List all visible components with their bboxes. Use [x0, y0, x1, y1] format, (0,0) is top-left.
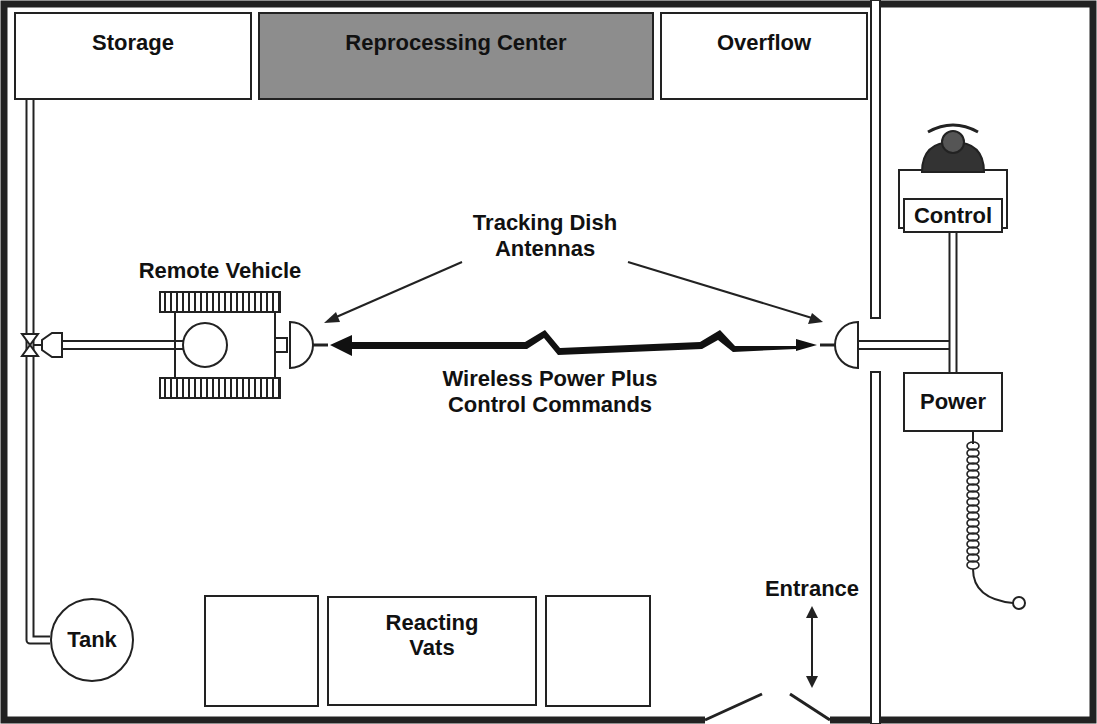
power-cable [967, 561, 979, 569]
door-leaf [790, 694, 830, 720]
arrowhead [806, 606, 818, 618]
drawing-part [42, 333, 62, 357]
arrowhead [808, 313, 823, 324]
arrowhead [324, 312, 340, 323]
drawing-part [160, 378, 280, 398]
power-cable [973, 569, 1013, 603]
drawing-part [942, 131, 964, 153]
area-label: Control [914, 203, 992, 228]
drawing-part [820, 344, 835, 347]
drawing-part [290, 322, 313, 368]
drawing-part [183, 323, 227, 367]
annotation-label: Entrance [762, 576, 862, 602]
area-box: Storage [14, 12, 252, 100]
area-label: Reacting Vats [372, 610, 492, 661]
area-label: Reprocessing Center [345, 30, 566, 55]
vat-box [205, 596, 318, 706]
divider-wall [871, 372, 880, 724]
area-label: Remote Vehicle [139, 258, 302, 283]
door-leaf [705, 694, 762, 720]
pipe-connector [953, 233, 954, 372]
drawing-part [858, 348, 949, 350]
operator-figure [899, 125, 1007, 228]
tank-circle: Tank [50, 598, 134, 682]
connector-stroke [951, 233, 956, 372]
connector-stroke [30, 100, 50, 640]
pipe-connector [30, 100, 50, 640]
area-label: Overflow [717, 30, 811, 55]
area-box: Overflow [660, 12, 868, 100]
annotation-label: Tracking Dish Antennas [450, 210, 640, 263]
connector-stroke [30, 100, 50, 640]
drawing-part [275, 338, 287, 352]
area-label: Power [920, 389, 986, 414]
entrance-arrow [811, 616, 813, 678]
drawing-part [160, 292, 280, 312]
connector-stroke [949, 233, 958, 372]
drawing-part [928, 125, 978, 132]
remote-vehicle [42, 292, 328, 398]
drawing-part [175, 312, 275, 378]
drawing-part [313, 344, 328, 347]
area-label: Tank [67, 627, 117, 652]
leader-arrow [628, 262, 812, 318]
leader-arrow [334, 262, 462, 318]
area-box: Control [903, 198, 1003, 233]
wall-plug [1013, 597, 1025, 609]
building-wall [4, 4, 1093, 720]
valve-symbol [22, 345, 38, 356]
wireless-arrow [330, 330, 817, 356]
door-gap [705, 712, 830, 724]
drawing-part [835, 322, 858, 368]
area-box: Reprocessing Center [258, 12, 654, 100]
area-label: Storage [92, 30, 174, 55]
valve-symbol [22, 334, 42, 356]
drawing-part [62, 340, 190, 342]
power-cable [967, 432, 1025, 609]
annotation-label: Wireless Power Plus Control Commands [420, 366, 680, 419]
vehicle-heading: Remote Vehicle [120, 258, 320, 288]
valve-symbol [34, 344, 42, 346]
drawing-part [62, 348, 190, 350]
dish-antenna [820, 322, 949, 368]
vat-box [546, 596, 650, 706]
divider-wall [871, 0, 880, 318]
arrowhead [806, 676, 818, 688]
area-box: Power [903, 372, 1003, 432]
drawing-part [858, 340, 949, 342]
area-box: Reacting Vats [327, 596, 537, 706]
